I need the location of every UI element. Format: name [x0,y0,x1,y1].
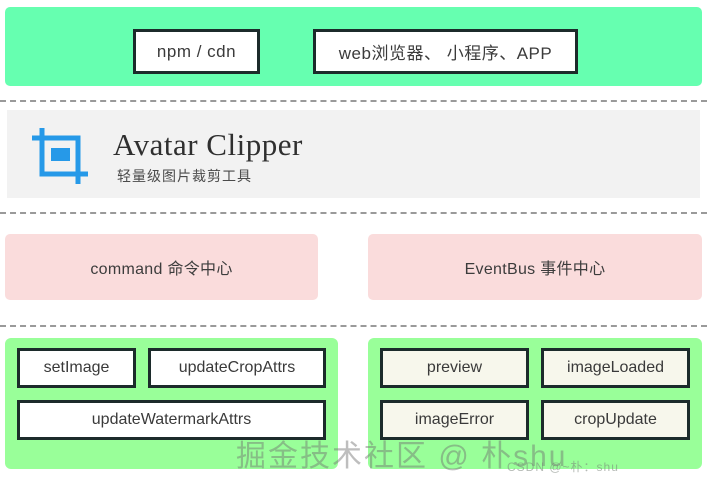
divider-centers-apis [0,325,707,327]
eventbus-center-label: EventBus 事件中心 [464,261,606,278]
command-update-watermark-attrs[interactable]: updateWatermarkAttrs [17,400,326,440]
commands-row: updateWatermarkAttrs [17,400,326,440]
npm-cdn-box[interactable]: npm / cdn [133,29,260,74]
events-row: preview imageLoaded [380,348,690,388]
events-panel: preview imageLoaded imageError cropUpdat… [368,338,702,469]
crop-icon [30,126,90,186]
eventbus-center[interactable]: EventBus 事件中心 [368,234,702,300]
product-subtitle: 轻量级图片裁剪工具 [117,168,252,184]
event-image-loaded-label: imageLoaded [567,359,664,376]
command-update-watermark-attrs-label: updateWatermarkAttrs [91,411,252,428]
clients-box[interactable]: web浏览器、 小程序、APP [313,29,578,74]
event-image-error[interactable]: imageError [380,400,529,440]
command-set-image-label: setImage [43,359,110,376]
command-set-image[interactable]: setImage [17,348,136,388]
command-update-crop-attrs-label: updateCropAttrs [178,359,296,376]
page-title: Avatar Clipper [113,127,303,162]
consumers-band: npm / cdn web浏览器、 小程序、APP [5,7,702,86]
commands-panel: setImage updateCropAttrs updateWatermark… [5,338,338,469]
divider-consumers-product [0,100,707,102]
commands-row: setImage updateCropAttrs [17,348,326,388]
event-crop-update-label: cropUpdate [574,411,657,428]
event-preview-label: preview [426,359,483,376]
product-band [7,110,700,198]
event-preview[interactable]: preview [380,348,529,388]
command-center-label: command 命令中心 [90,261,233,278]
event-image-error-label: imageError [414,411,495,428]
command-update-crop-attrs[interactable]: updateCropAttrs [148,348,326,388]
divider-product-centers [0,212,707,214]
events-row: imageError cropUpdate [380,400,690,440]
npm-cdn-label: npm / cdn [156,41,237,61]
clients-label: web浏览器、 小程序、APP [338,44,553,63]
command-center[interactable]: command 命令中心 [5,234,318,300]
event-crop-update[interactable]: cropUpdate [541,400,690,440]
event-image-loaded[interactable]: imageLoaded [541,348,690,388]
